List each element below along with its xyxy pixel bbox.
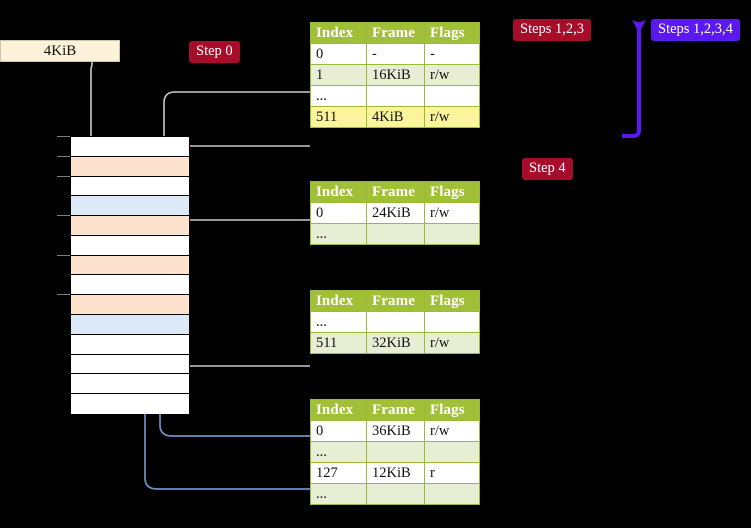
badge-step-0: Step 0 bbox=[189, 41, 240, 63]
column-header-frame: Frame bbox=[366, 22, 425, 44]
memory-frame-row bbox=[71, 196, 189, 217]
cell-flg bbox=[424, 311, 480, 333]
cell-idx: 127 bbox=[310, 462, 367, 484]
cell-flg: r/w bbox=[424, 420, 480, 442]
table-row: ... bbox=[310, 311, 480, 333]
cell-idx: 0 bbox=[310, 420, 367, 442]
memory-frame-row bbox=[71, 275, 189, 296]
cell-frm: 36KiB bbox=[366, 420, 425, 442]
column-header-index: Index bbox=[310, 399, 367, 421]
cell-frm: 24KiB bbox=[366, 202, 425, 224]
column-header-frame: Frame bbox=[366, 181, 425, 203]
cell-flg: r/w bbox=[424, 64, 480, 86]
connector-pd-to-mem bbox=[172, 312, 310, 367]
cell-frm: 12KiB bbox=[366, 462, 425, 484]
cell-idx: 1 bbox=[310, 64, 367, 86]
badge-step-4: Step 4 bbox=[522, 158, 573, 180]
memory-row-tick bbox=[57, 294, 70, 296]
column-header-frame: Frame bbox=[366, 290, 425, 312]
bracket-steps-1234 bbox=[622, 20, 646, 138]
table-row: ... bbox=[310, 223, 480, 245]
memory-frame-row bbox=[71, 315, 189, 335]
cell-frm bbox=[366, 85, 425, 107]
memory-frame-row bbox=[71, 354, 189, 375]
column-header-frame: Frame bbox=[366, 399, 425, 421]
column-header-flags: Flags bbox=[424, 22, 480, 44]
cell-flg: r/w bbox=[424, 202, 480, 224]
cell-idx: 511 bbox=[310, 106, 367, 128]
memory-frame-row bbox=[71, 394, 189, 414]
memory-frame-row bbox=[71, 374, 189, 395]
column-header-index: Index bbox=[310, 22, 367, 44]
badge-steps-123: Steps 1,2,3 bbox=[513, 19, 592, 41]
memory-frame-row bbox=[71, 156, 189, 177]
table-row: ... bbox=[310, 441, 480, 463]
cell-flg: r/w bbox=[424, 106, 480, 128]
cell-flg bbox=[424, 85, 480, 107]
cell-frm bbox=[366, 223, 425, 245]
memory-row-tick bbox=[57, 215, 70, 217]
cell-idx: ... bbox=[310, 311, 367, 333]
connector-mem-to-pml4 bbox=[178, 145, 310, 218]
memory-frame-row bbox=[71, 295, 189, 316]
memory-row-tick bbox=[57, 155, 70, 157]
table-row: ... bbox=[310, 483, 480, 505]
table-row: 0-- bbox=[310, 43, 480, 65]
cell-flg bbox=[424, 223, 480, 245]
memory-frame-row bbox=[71, 235, 189, 256]
table-row: ... bbox=[310, 85, 480, 107]
memory-frame-row bbox=[71, 216, 189, 236]
memory-row-tick bbox=[57, 175, 70, 177]
cell-flg bbox=[424, 483, 480, 505]
cell-frm: - bbox=[366, 43, 425, 65]
cell-idx: 0 bbox=[310, 202, 367, 224]
memory-row-tick bbox=[57, 136, 70, 137]
frame-size-box: 4KiB bbox=[0, 40, 120, 62]
cell-idx: ... bbox=[310, 483, 367, 505]
cell-frm bbox=[366, 441, 425, 463]
memory-frame-row bbox=[71, 255, 189, 276]
cell-frm: 16KiB bbox=[366, 64, 425, 86]
frame-size-label: 4KiB bbox=[43, 43, 77, 59]
cell-frm bbox=[366, 311, 425, 333]
cell-idx: 511 bbox=[310, 332, 367, 354]
connector-pdpt-down bbox=[178, 219, 310, 264]
column-header-index: Index bbox=[310, 290, 367, 312]
cell-frm: 4KiB bbox=[366, 106, 425, 128]
badge-steps-1234: Steps 1,2,3,4 bbox=[651, 19, 740, 41]
cell-idx: ... bbox=[310, 85, 367, 107]
cell-idx: 0 bbox=[310, 43, 367, 65]
memory-frame-row bbox=[71, 137, 189, 157]
memory-row-tick bbox=[57, 254, 70, 256]
column-header-index: Index bbox=[310, 181, 367, 203]
cell-flg bbox=[424, 441, 480, 463]
cell-flg: - bbox=[424, 43, 480, 65]
memory-frame-row bbox=[71, 176, 189, 197]
cell-flg: r bbox=[424, 462, 480, 484]
column-header-flags: Flags bbox=[424, 399, 480, 421]
cell-idx: ... bbox=[310, 441, 367, 463]
cell-frm bbox=[366, 483, 425, 505]
cell-flg: r/w bbox=[424, 332, 480, 354]
cell-idx: ... bbox=[310, 223, 367, 245]
memory-frame-row bbox=[71, 334, 189, 355]
column-header-flags: Flags bbox=[424, 290, 480, 312]
column-header-flags: Flags bbox=[424, 181, 480, 203]
physical-memory-column bbox=[70, 136, 190, 414]
cell-frm: 32KiB bbox=[366, 332, 425, 354]
